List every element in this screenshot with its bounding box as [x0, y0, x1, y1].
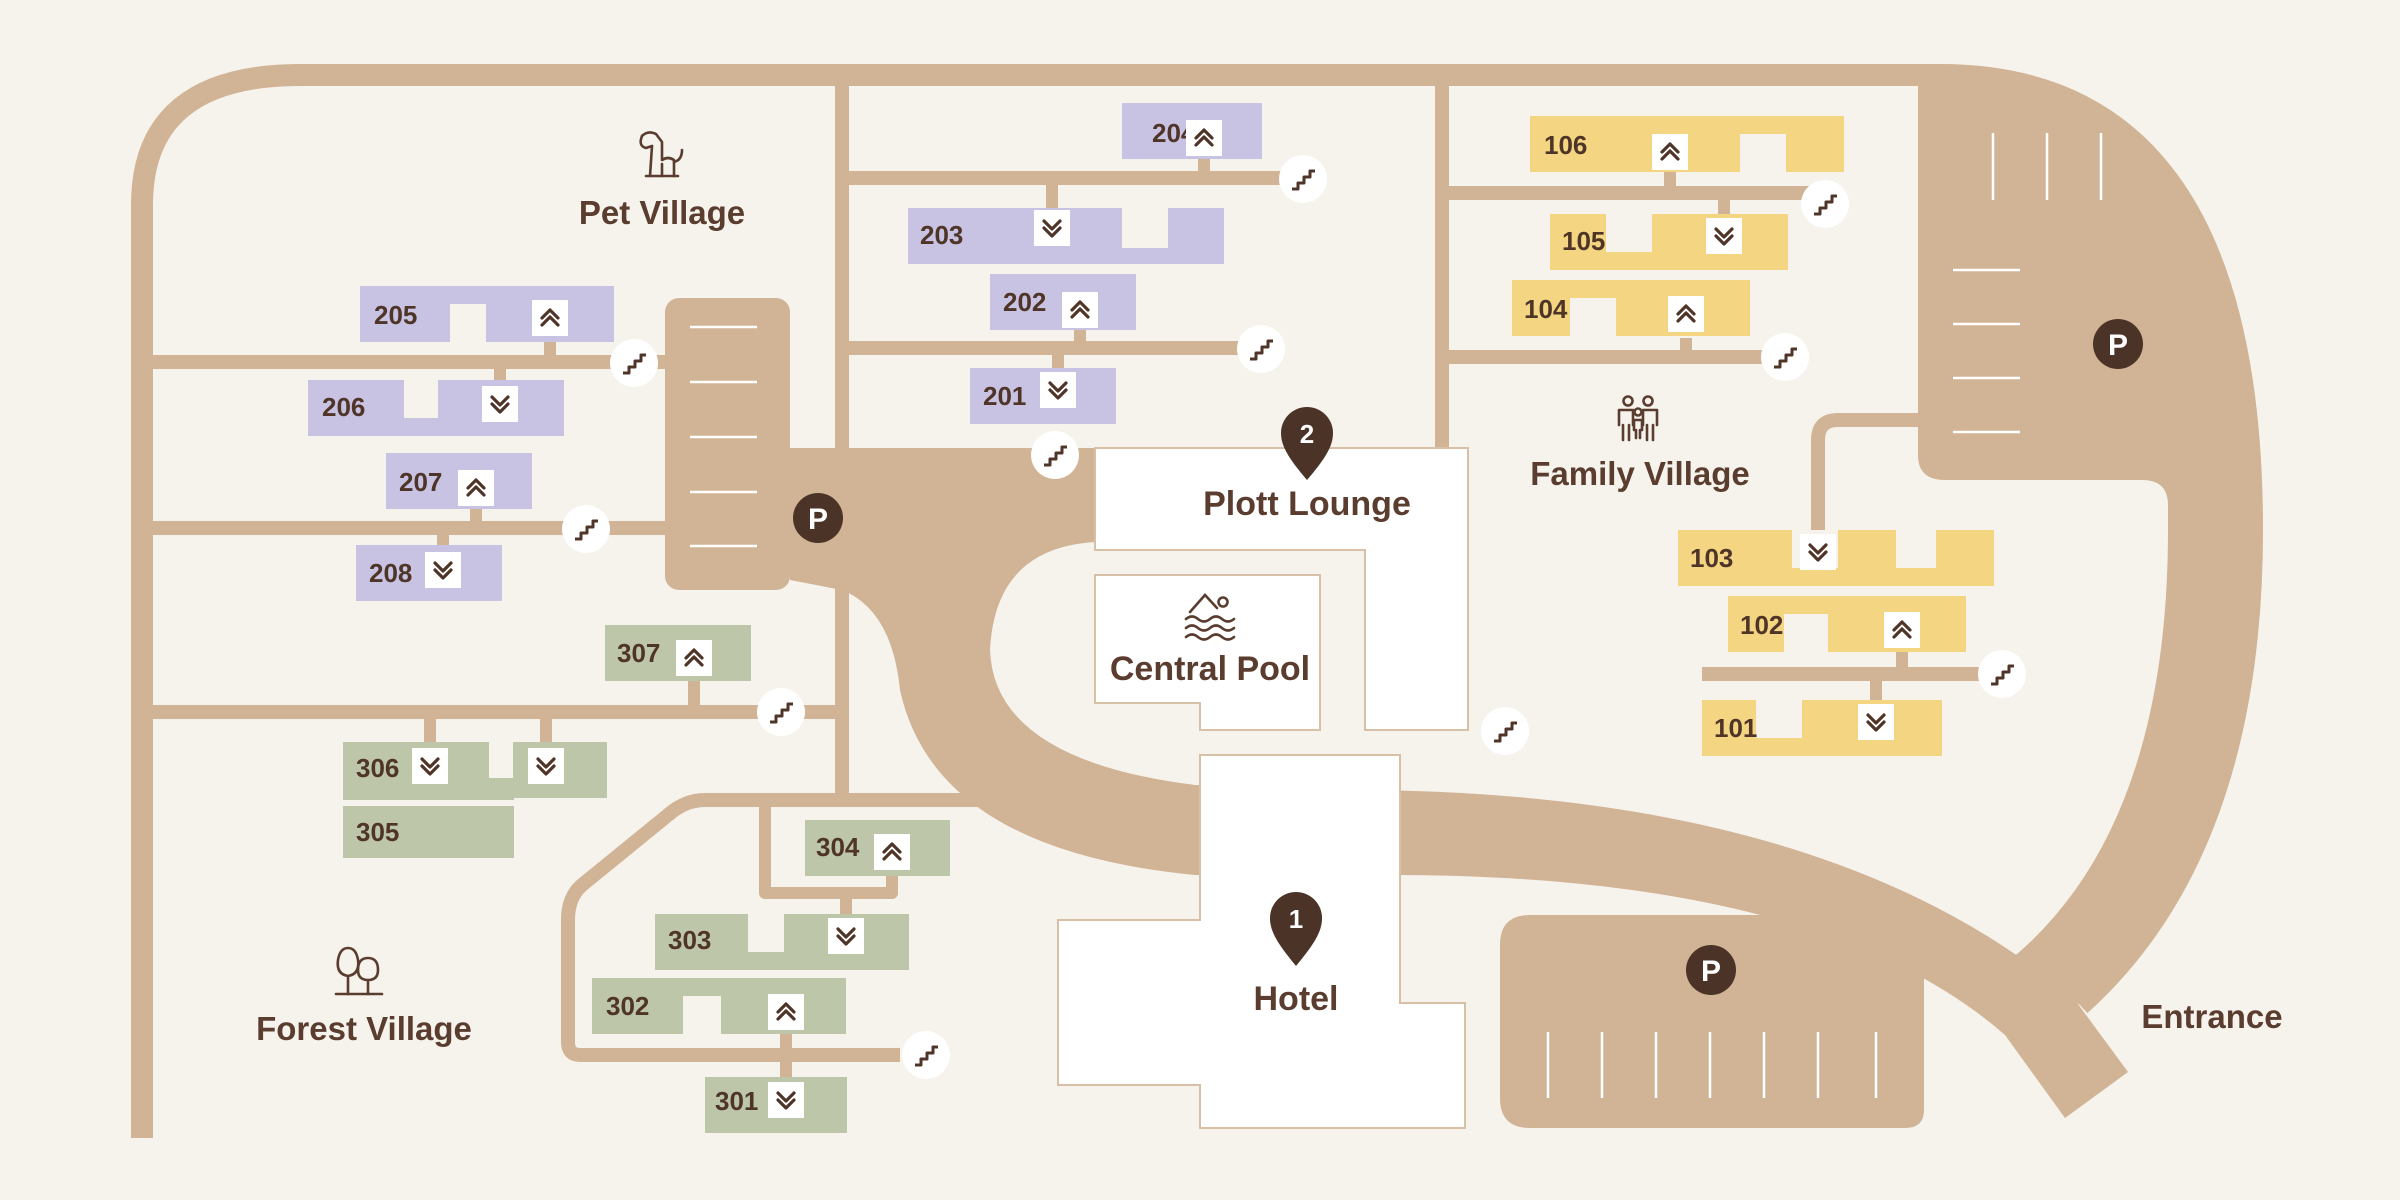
unit-301[interactable]: 301	[705, 1077, 847, 1133]
unit-205[interactable]: 205	[360, 286, 614, 342]
svg-text:101: 101	[1714, 713, 1757, 743]
unit-104[interactable]: 104	[1512, 280, 1750, 336]
stairs-icon	[1235, 323, 1287, 375]
svg-text:P: P	[1701, 955, 1721, 988]
unit-105[interactable]: 105	[1550, 214, 1788, 270]
stairs-icon	[900, 1029, 952, 1081]
entrance-label: Entrance	[2141, 998, 2282, 1035]
svg-text:303: 303	[668, 925, 711, 955]
unit-307[interactable]: 307	[605, 625, 751, 681]
unit-203[interactable]: 203	[908, 208, 1224, 264]
svg-text:208: 208	[369, 558, 412, 588]
central-pool-building[interactable]: Central Pool	[1094, 574, 1321, 731]
trees-icon	[334, 946, 384, 996]
lounge-marker: 2	[1281, 407, 1333, 480]
pet-village-label: Pet Village	[579, 194, 745, 231]
svg-text:2: 2	[1300, 419, 1314, 449]
hotel-building[interactable]: 1 Hotel	[1057, 754, 1466, 1129]
svg-text:205: 205	[374, 300, 417, 330]
unit-201[interactable]: 201	[970, 368, 1116, 424]
stairs-icon	[755, 686, 807, 738]
unit-304[interactable]: 304	[805, 820, 950, 876]
unit-103[interactable]: 103	[1678, 530, 1994, 586]
stairs-icon	[1759, 331, 1811, 383]
unit-106[interactable]: 106	[1530, 116, 1844, 172]
unit-207[interactable]: 207	[386, 453, 532, 509]
stairs-icon	[1029, 429, 1081, 481]
svg-text:203: 203	[920, 220, 963, 250]
hotel-label: Hotel	[1254, 980, 1339, 1018]
lounge-label: Plott Lounge	[1203, 485, 1411, 523]
unit-303[interactable]: 303	[655, 914, 909, 970]
svg-text:302: 302	[606, 991, 649, 1021]
stairs-icon	[1976, 648, 2028, 700]
svg-text:207: 207	[399, 467, 442, 497]
forest-village-units: 307 306 305 304 303 30	[343, 625, 950, 1133]
hotel-marker: 1	[1270, 892, 1322, 966]
svg-text:206: 206	[322, 392, 365, 422]
unit-208[interactable]: 208	[356, 545, 502, 601]
parking-badge-east: P	[2093, 319, 2143, 369]
svg-text:105: 105	[1562, 226, 1605, 256]
stairs-icon	[1479, 705, 1531, 757]
svg-text:1: 1	[1289, 904, 1303, 934]
pet-village-units: 204 203 202 201 205 206	[308, 103, 1262, 601]
svg-text:202: 202	[1003, 287, 1046, 317]
family-icon	[1617, 395, 1659, 442]
swimming-icon	[1184, 593, 1236, 641]
svg-text:104: 104	[1524, 294, 1568, 324]
parking-lot-east	[1918, 75, 2252, 1005]
stairs-icon	[1799, 178, 1851, 230]
forest-village-label: Forest Village	[256, 1010, 472, 1047]
svg-text:201: 201	[983, 381, 1026, 411]
unit-202[interactable]: 202	[990, 274, 1136, 330]
unit-101[interactable]: 101	[1702, 700, 1942, 756]
family-village: Family Village	[1530, 395, 1750, 492]
family-village-units: 106 105 104 103 102	[1512, 116, 1994, 756]
unit-302[interactable]: 302	[592, 978, 846, 1034]
parking-lot-west	[665, 298, 790, 590]
svg-text:306: 306	[356, 753, 399, 783]
svg-text:304: 304	[816, 832, 860, 862]
plott-lounge-building[interactable]: 2 Plott Lounge	[1094, 407, 1469, 731]
pet-village: Pet Village	[579, 131, 745, 231]
svg-text:103: 103	[1690, 543, 1733, 573]
parking-badge-south: P	[1686, 945, 1736, 995]
stairs-icon	[608, 337, 660, 389]
main-road	[665, 298, 2128, 1118]
svg-text:305: 305	[356, 817, 399, 847]
unit-102[interactable]: 102	[1728, 596, 1966, 652]
svg-text:301: 301	[715, 1086, 758, 1116]
svg-text:102: 102	[1740, 610, 1783, 640]
unit-204[interactable]: 204	[1122, 103, 1262, 159]
family-village-label: Family Village	[1530, 455, 1750, 492]
unit-206[interactable]: 206	[308, 380, 564, 436]
svg-text:P: P	[808, 503, 828, 536]
dog-icon	[639, 131, 684, 178]
svg-text:106: 106	[1544, 130, 1587, 160]
stairs-icon	[1277, 153, 1329, 205]
parking-lot-south	[1500, 915, 1924, 1128]
forest-village: Forest Village	[256, 946, 472, 1047]
svg-text:P: P	[2108, 329, 2128, 362]
stairs-icon	[560, 503, 612, 555]
unit-305[interactable]: 305	[343, 800, 514, 858]
pool-label: Central Pool	[1110, 650, 1310, 688]
svg-text:307: 307	[617, 638, 660, 668]
parking-badge-west: P	[793, 493, 843, 543]
